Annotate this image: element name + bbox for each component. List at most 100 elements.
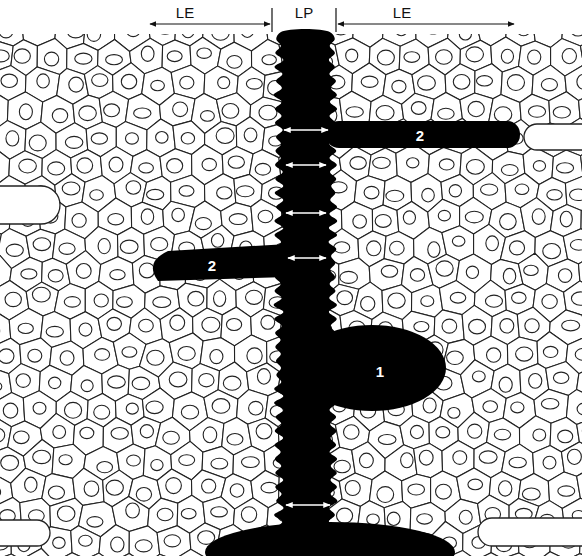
cell-nucleus — [469, 319, 486, 333]
cell-nucleus — [87, 34, 101, 41]
cell-nucleus — [60, 351, 74, 365]
cell-nucleus — [436, 484, 452, 499]
cell-nucleus — [180, 76, 194, 89]
cell-nucleus — [179, 186, 194, 197]
cell-nucleus — [0, 50, 9, 62]
cell-nucleus — [64, 297, 80, 308]
cell-nucleus — [340, 271, 358, 283]
cell-nucleus — [449, 185, 461, 197]
cell-nucleus — [241, 507, 256, 523]
cell-nucleus — [422, 188, 435, 202]
cell-nucleus — [500, 214, 517, 230]
cell-nucleus — [543, 244, 561, 259]
cell-nucleus — [483, 401, 498, 413]
cell-nucleus — [417, 514, 433, 524]
cell-nucleus — [97, 462, 113, 473]
cell-nucleus — [141, 209, 153, 225]
cell-outline — [502, 553, 535, 556]
cell-nucleus — [181, 508, 196, 518]
cell-nucleus — [110, 270, 125, 280]
cell-nucleus — [200, 111, 214, 122]
cell-nucleus — [0, 34, 13, 38]
cell-outline — [83, 553, 114, 556]
cell-nucleus — [157, 508, 173, 521]
cell-nucleus — [127, 34, 140, 37]
cell-nucleus — [450, 292, 466, 303]
cell-outline — [0, 554, 25, 556]
cell-nucleus — [19, 159, 37, 173]
cell-nucleus — [153, 297, 171, 308]
cell-nucleus — [216, 128, 234, 144]
cell-nucleus — [541, 79, 557, 91]
cell-nucleus — [257, 369, 270, 385]
cell-nucleus — [259, 105, 277, 120]
cell-nucleus — [173, 102, 188, 117]
cell-nucleus — [107, 317, 121, 330]
cell-nucleus — [529, 373, 542, 388]
cell-nucleus — [1, 455, 19, 470]
cell-nucleus — [472, 371, 485, 382]
cell-nucleus — [227, 55, 242, 68]
cell-outline — [414, 443, 443, 477]
cell-nucleus — [104, 104, 120, 117]
cell-nucleus — [95, 349, 110, 361]
cell-nucleus — [126, 403, 138, 414]
cell-nucleus — [410, 425, 423, 438]
cell-nucleus — [418, 76, 436, 90]
cell-nucleus — [125, 133, 138, 144]
cell-outline — [99, 525, 129, 556]
cell-nucleus — [69, 77, 84, 92]
cell-outline — [475, 64, 503, 99]
cell-outline — [384, 232, 414, 264]
cell-nucleus — [151, 80, 165, 90]
cell-nucleus — [517, 34, 531, 36]
cell-nucleus — [108, 213, 124, 224]
cell-nucleus — [388, 293, 405, 308]
cell-nucleus — [345, 480, 360, 495]
cell-outline — [53, 553, 86, 556]
cell-nucleus — [178, 346, 195, 360]
callout-number: 2 — [208, 258, 216, 273]
width-arrows — [284, 130, 330, 505]
cell-nucleus — [0, 486, 1, 498]
cell-nucleus — [567, 449, 581, 464]
cell-nucleus — [438, 108, 455, 119]
cell-nucleus — [84, 481, 99, 496]
cell-nucleus — [156, 132, 168, 144]
cell-nucleus — [515, 184, 529, 194]
cell-nucleus — [543, 346, 557, 357]
cell-nucleus — [62, 182, 80, 195]
cell-nucleus — [98, 239, 110, 254]
cell-nucleus — [120, 240, 138, 253]
cell-nucleus — [0, 349, 14, 363]
cell-nucleus — [227, 434, 243, 445]
cell-nucleus — [452, 236, 465, 246]
cell-nucleus — [0, 381, 2, 391]
cell-nucleus — [16, 374, 30, 388]
cell-nucleus — [533, 161, 545, 172]
cell-nucleus — [410, 269, 424, 282]
cell-outline — [143, 554, 179, 556]
cell-nucleus — [261, 315, 275, 329]
cell-nucleus — [507, 75, 524, 91]
cell-nucleus — [57, 506, 75, 521]
cell-nucleus — [108, 376, 126, 388]
cell-nucleus — [361, 76, 378, 87]
cell-nucleus — [386, 190, 404, 201]
cell-nucleus — [28, 349, 42, 362]
cell-nucleus — [375, 214, 391, 227]
intercellular-channel — [153, 29, 520, 556]
cell-outline — [563, 229, 582, 264]
cell-nucleus — [116, 297, 132, 308]
cell-nucleus — [494, 429, 510, 440]
cell-nucleus — [337, 508, 353, 523]
cell-outline — [369, 471, 402, 508]
cell-nucleus — [94, 405, 110, 419]
cell-nucleus — [428, 242, 440, 258]
cell-nucleus — [453, 74, 470, 89]
cell-nucleus — [106, 480, 123, 495]
cell-nucleus — [14, 49, 30, 63]
cell-outline — [174, 549, 205, 556]
cell-nucleus — [571, 292, 582, 305]
